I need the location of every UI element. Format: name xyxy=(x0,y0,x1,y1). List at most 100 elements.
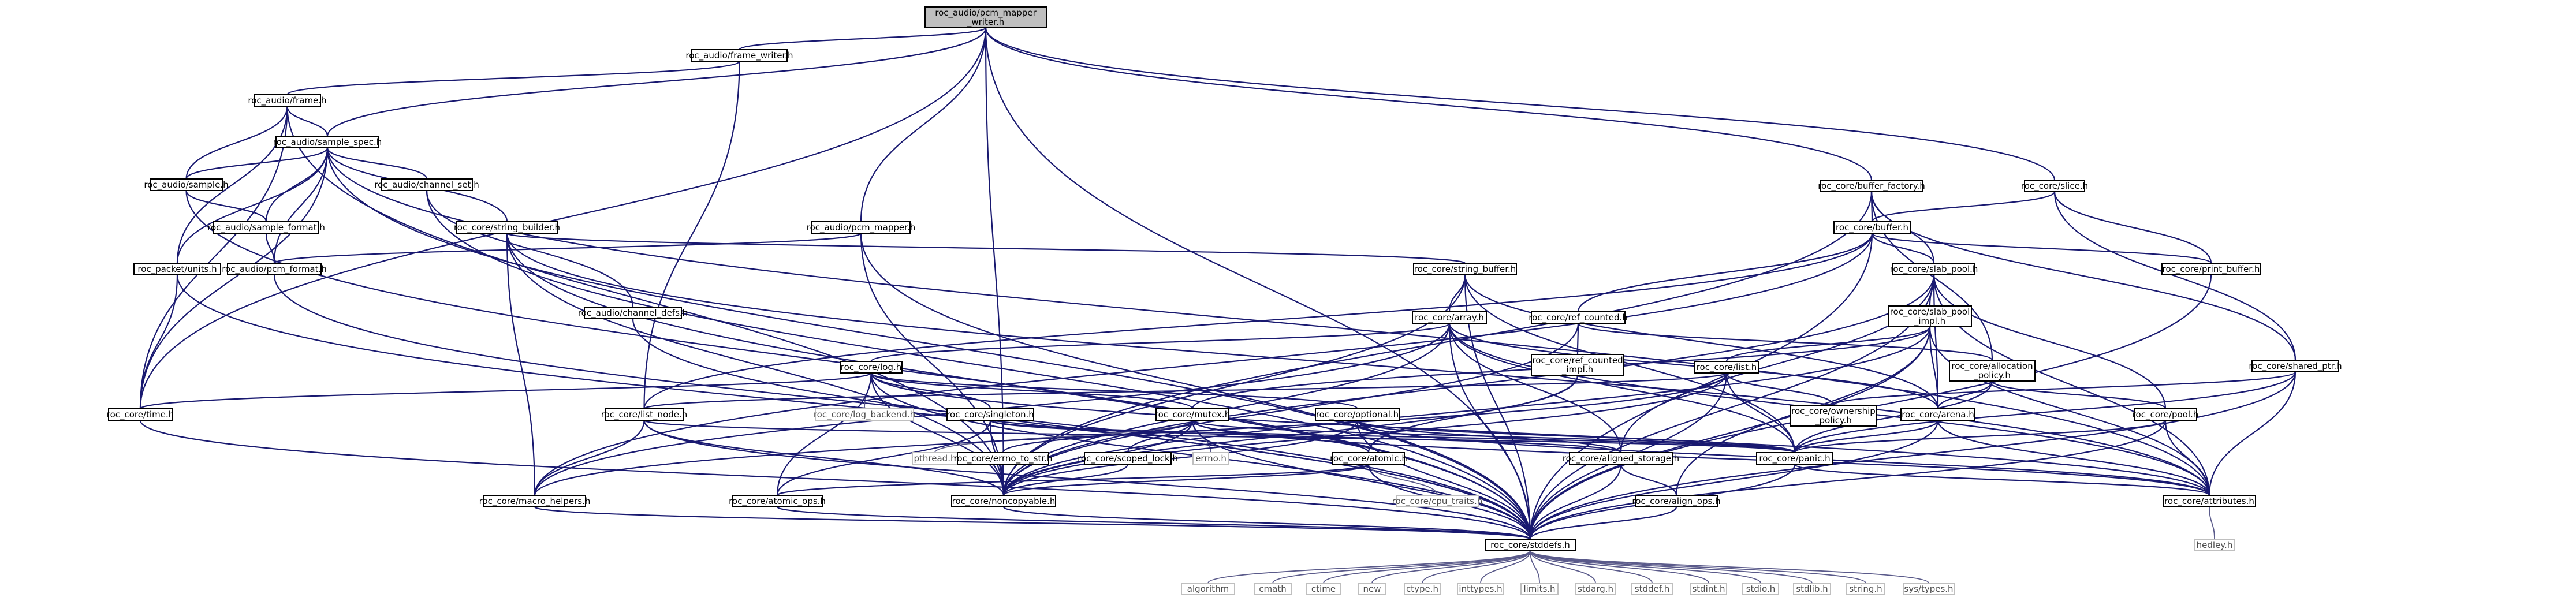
node-box xyxy=(456,221,558,234)
node-cpu-traits[interactable]: roc_core/cpu_traits.h xyxy=(1392,495,1482,507)
node-inttypes[interactable]: inttypes.h xyxy=(1457,583,1504,595)
node-box xyxy=(1192,452,1229,465)
node-box xyxy=(381,178,473,191)
node-channel-set[interactable]: roc_audio/channel_set.h xyxy=(374,178,479,191)
node-arena[interactable]: roc_core/arena.h xyxy=(1900,408,1975,421)
node-buffer[interactable]: roc_core/buffer.h xyxy=(1833,221,1911,234)
node-ctime[interactable]: ctime xyxy=(1306,583,1341,595)
node-ownership-policy[interactable]: roc_core/ownership_policy.h xyxy=(1790,405,1877,427)
edge-mutex-to-pthread xyxy=(934,420,1193,453)
node-sample-format[interactable]: roc_audio/sample_format.h xyxy=(207,221,325,234)
edge-root-to-stddefs xyxy=(985,27,1531,540)
node-macro-helpers[interactable]: roc_core/macro_helpers.h xyxy=(479,495,591,507)
edge-log-to-mutex xyxy=(870,372,1194,409)
node-log-backend[interactable]: roc_core/log_backend.h xyxy=(814,408,915,421)
node-list[interactable]: roc_core/list.h xyxy=(1694,361,1759,374)
node-new[interactable]: new xyxy=(1358,583,1386,595)
node-align-ops[interactable]: roc_core/align_ops.h xyxy=(1632,495,1721,507)
node-limits[interactable]: limits.h xyxy=(1520,583,1559,595)
node-root[interactable]: roc_audio/pcm_mapper_writer.h xyxy=(924,6,1047,28)
node-slab-pool-impl[interactable]: roc_core/slab_pool_impl.h xyxy=(1888,305,1972,327)
node-ctype[interactable]: ctype.h xyxy=(1404,583,1441,595)
node-label: roc_audio/frame_writer.h xyxy=(685,50,793,61)
node-scoped-lock[interactable]: roc_core/scoped_lock.h xyxy=(1078,452,1178,465)
node-sample-spec[interactable]: roc_audio/sample_spec.h xyxy=(273,136,382,148)
node-log[interactable]: roc_core/log.h xyxy=(840,361,903,374)
node-label: _impl.h xyxy=(1561,364,1593,375)
node-time[interactable]: roc_core/time.h xyxy=(107,408,174,421)
node-packet-units[interactable]: roc_packet/units.h xyxy=(133,263,221,275)
node-sys-types[interactable]: sys/types.h xyxy=(1903,583,1955,595)
node-aligned-storage[interactable]: roc_core/aligned_storage.h xyxy=(1563,452,1679,465)
node-optional[interactable]: roc_core/optional.h xyxy=(1315,408,1400,421)
node-label: roc_core/slab_pool xyxy=(1890,307,1970,318)
node-box xyxy=(1631,583,1673,595)
node-box xyxy=(1742,583,1779,595)
node-box xyxy=(108,408,173,421)
edge-stddefs-to-limits xyxy=(1530,550,1540,584)
edge-slice-to-shared-ptr xyxy=(2053,191,2297,361)
node-stdlib[interactable]: stdlib.h xyxy=(1793,583,1831,595)
node-list-node[interactable]: roc_core/list_node.h xyxy=(601,408,688,421)
node-buffer-factory[interactable]: roc_core/buffer_factory.h xyxy=(1818,180,1925,192)
edge-buffer-factory-to-allocation-policy xyxy=(1870,191,1993,361)
node-stddefs[interactable]: roc_core/stddefs.h xyxy=(1485,539,1576,551)
node-label: roc_core/panic.h xyxy=(1759,453,1830,464)
edge-shared-ptr-to-attributes xyxy=(2208,371,2297,496)
node-cmath[interactable]: cmath xyxy=(1254,583,1292,595)
node-mutex[interactable]: roc_core/mutex.h xyxy=(1155,408,1230,421)
node-box xyxy=(1635,495,1718,507)
node-algorithm[interactable]: algorithm xyxy=(1181,583,1235,595)
node-channel-defs[interactable]: roc_audio/channel_defs.h xyxy=(578,307,688,319)
node-label: _writer.h xyxy=(967,17,1004,28)
node-box xyxy=(1531,311,1626,324)
node-box xyxy=(1575,583,1616,595)
node-array[interactable]: roc_core/array.h xyxy=(1412,311,1487,324)
node-ref-counted-impl[interactable]: roc_core/ref_counted_impl.h xyxy=(1531,354,1624,376)
edge-arena-to-panic xyxy=(1794,420,1939,453)
node-box xyxy=(150,178,223,191)
node-label: algorithm xyxy=(1187,584,1229,594)
node-panic[interactable]: roc_core/panic.h xyxy=(1756,452,1833,465)
node-box xyxy=(1888,305,1972,327)
node-errno-to-str[interactable]: roc_core/errno_to_str.h xyxy=(954,452,1053,465)
node-string[interactable]: string.h xyxy=(1846,583,1885,595)
edge-list-to-ownership-policy xyxy=(1725,372,1835,406)
node-ref-counted[interactable]: roc_core/ref_counted.h xyxy=(1529,311,1628,324)
node-atomic-ops[interactable]: roc_core/atomic_ops.h xyxy=(729,495,826,507)
node-hedley[interactable]: hedley.h xyxy=(2194,539,2235,551)
node-pcm-format[interactable]: roc_audio/pcm_format.h xyxy=(222,263,327,275)
node-allocation-policy[interactable]: roc_core/allocation_policy.h xyxy=(1949,360,2036,382)
edge-slab-pool-impl-to-noncopyable xyxy=(1002,326,1931,496)
node-shared-ptr[interactable]: roc_core/shared_ptr.h xyxy=(2249,360,2342,372)
node-frame[interactable]: roc_audio/frame.h xyxy=(248,94,327,107)
node-label: stdint.h xyxy=(1692,584,1725,594)
node-print-buffer[interactable]: roc_core/print_buffer.h xyxy=(2161,263,2261,275)
node-slice[interactable]: roc_core/slice.h xyxy=(2021,180,2088,192)
node-stdarg[interactable]: stdarg.h xyxy=(1575,583,1616,595)
node-label: roc_core/optional.h xyxy=(1316,409,1399,420)
node-pool[interactable]: roc_core/pool.h xyxy=(2133,408,2199,421)
node-box xyxy=(1181,583,1235,595)
edge-sample-spec-to-stddefs xyxy=(326,147,1531,540)
node-box xyxy=(1690,583,1727,595)
node-label: roc_core/log_backend.h xyxy=(814,409,915,420)
node-pthread[interactable]: pthread.h xyxy=(912,452,958,465)
node-frame-writer[interactable]: roc_audio/frame_writer.h xyxy=(685,49,793,62)
edge-shared-ptr-to-ownership-policy xyxy=(1832,371,2297,406)
node-attributes[interactable]: roc_core/attributes.h xyxy=(2163,495,2256,507)
node-singleton[interactable]: roc_core/singleton.h xyxy=(946,408,1034,421)
node-sample[interactable]: roc_audio/sample.h xyxy=(144,178,229,191)
edge-atomic-to-noncopyable xyxy=(1002,463,1370,496)
node-errno[interactable]: errno.h xyxy=(1192,452,1229,465)
node-string-builder[interactable]: roc_core/string_builder.h xyxy=(454,221,560,234)
node-string-buffer[interactable]: roc_core/string_buffer.h xyxy=(1413,263,1517,275)
edge-root-to-buffer-factory xyxy=(985,27,1873,181)
node-noncopyable[interactable]: roc_core/noncopyable.h xyxy=(951,495,1056,507)
node-pcm-mapper[interactable]: roc_audio/pcm_mapper.h xyxy=(807,221,915,234)
node-slab-pool[interactable]: roc_core/slab_pool.h xyxy=(1890,263,1978,275)
node-stdio[interactable]: stdio.h xyxy=(1742,583,1779,595)
node-atomic[interactable]: roc_core/atomic.h xyxy=(1330,452,1407,465)
node-stddef[interactable]: stddef.h xyxy=(1631,583,1673,595)
node-stdint[interactable]: stdint.h xyxy=(1690,583,1727,595)
